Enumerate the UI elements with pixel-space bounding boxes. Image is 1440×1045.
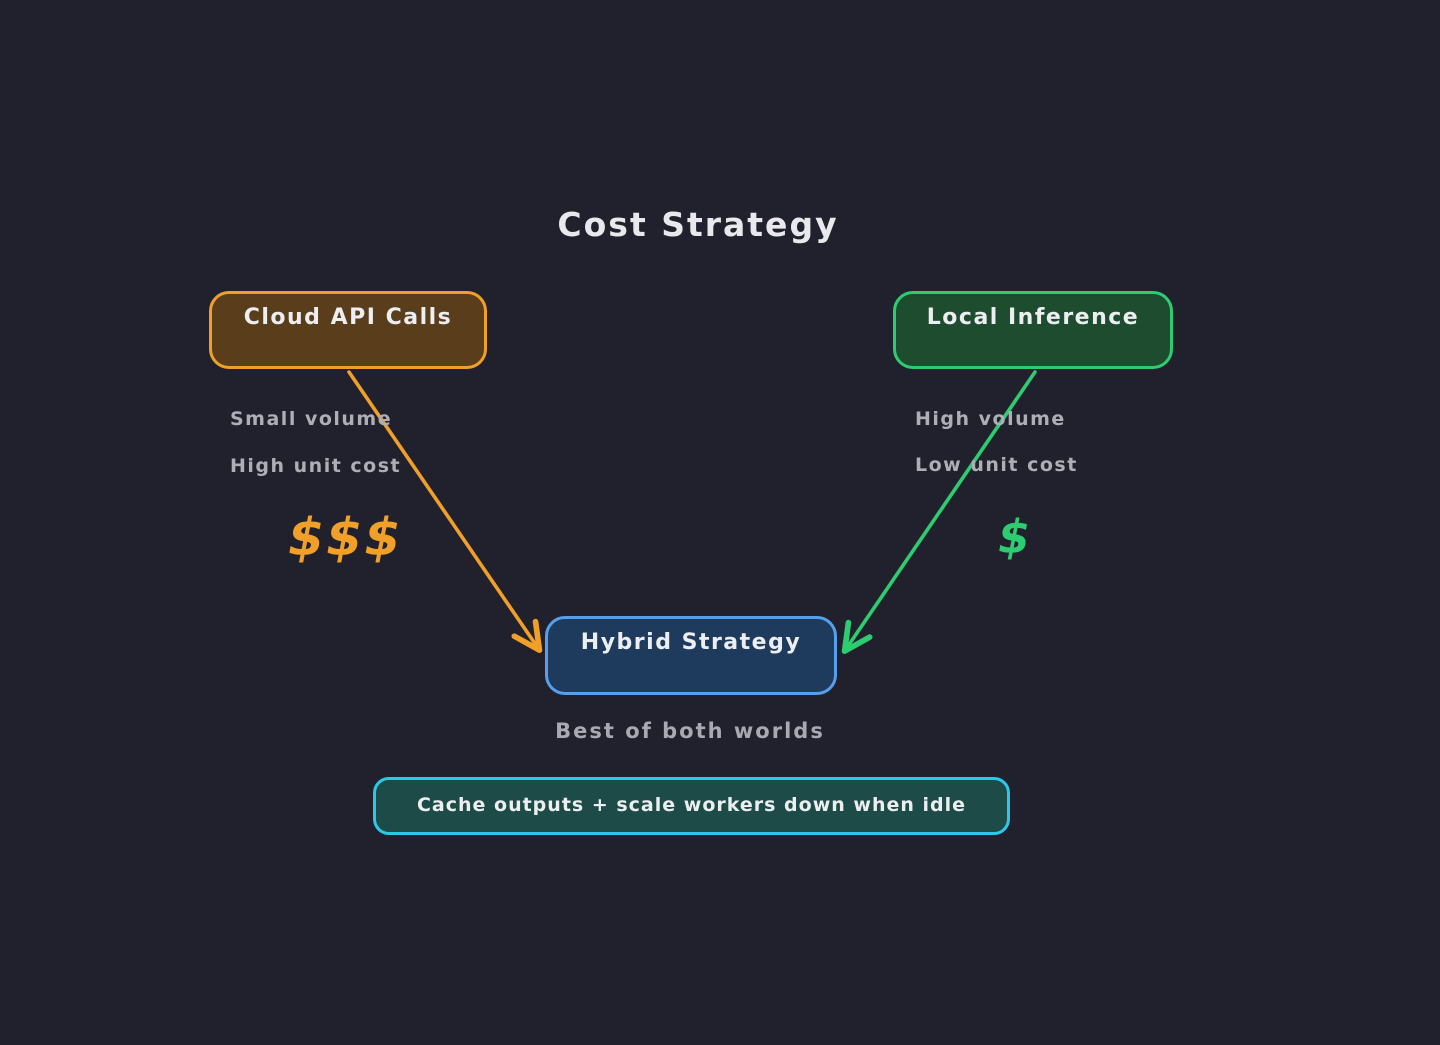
local-cost-symbol: $ xyxy=(998,510,1031,564)
cloud-cost-symbol: $$$ xyxy=(288,508,403,568)
node-hybrid-strategy-label: Hybrid Strategy xyxy=(580,630,802,655)
note-local-volume: High volume xyxy=(915,408,1066,430)
node-cloud-api-calls: Cloud API Calls xyxy=(209,291,487,369)
node-cloud-api-calls-label: Cloud API Calls xyxy=(243,305,453,330)
note-cloud-volume: Small volume xyxy=(230,408,393,430)
node-footer-note: Cache outputs + scale workers down when … xyxy=(373,777,1010,835)
note-local-unit-cost: Low unit cost xyxy=(915,454,1078,476)
diagram-title: Cost Strategy xyxy=(557,205,839,244)
node-local-inference: Local Inference xyxy=(893,291,1173,369)
node-footer-note-label: Cache outputs + scale workers down when … xyxy=(416,794,967,817)
node-local-inference-label: Local Inference xyxy=(926,305,1140,330)
node-hybrid-strategy: Hybrid Strategy xyxy=(545,616,837,695)
note-cloud-unit-cost: High unit cost xyxy=(230,455,402,477)
hybrid-caption: Best of both worlds xyxy=(555,719,825,743)
